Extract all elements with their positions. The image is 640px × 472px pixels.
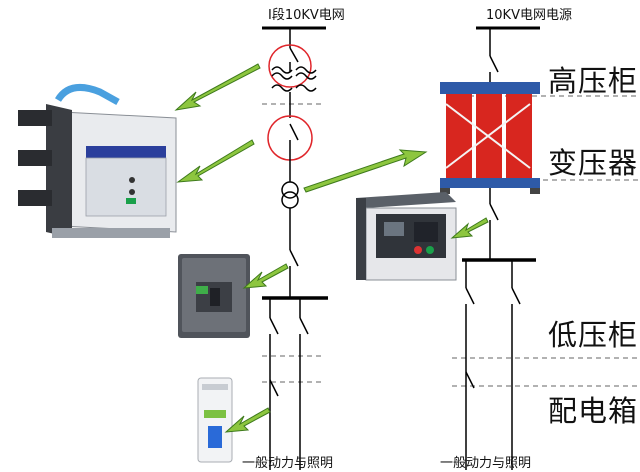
left-breaker-circle-upper — [268, 44, 312, 88]
category-hv-cabinet: 高压柜 — [548, 64, 639, 98]
right-circuit — [462, 26, 540, 470]
arrow-to-vacuum-breaker-2 — [176, 139, 255, 183]
pointer-arrows — [174, 63, 489, 433]
vacuum-circuit-breaker-icon — [18, 84, 177, 238]
left-transformer-winding-lower — [281, 191, 299, 209]
left-circuit — [262, 26, 328, 470]
arrow-to-molded-breaker — [242, 263, 289, 289]
left-distribution-switch — [269, 379, 279, 397]
molded-case-breaker-icon — [178, 254, 250, 338]
arrow-to-vacuum-breaker — [174, 63, 261, 111]
load-label-left: 一般动力与照明 — [242, 456, 334, 471]
left-feeder-switch-2 — [299, 317, 309, 335]
category-transformer: 变压器 — [548, 146, 639, 180]
arrow-to-miniature-breaker — [224, 407, 271, 433]
source-label-right: 10KV电网电源 — [486, 8, 572, 23]
left-feeder-switch-1 — [269, 317, 279, 335]
right-distribution-switch — [465, 371, 475, 389]
category-distribution-box: 配电箱 — [548, 394, 639, 428]
right-feeder-switch-1 — [465, 287, 475, 305]
right-hv-switch — [489, 55, 499, 73]
right-feeder-switch-2 — [511, 287, 521, 305]
ct-symbols — [271, 66, 317, 92]
right-lv-main-switch — [489, 203, 499, 221]
air-circuit-breaker-icon — [356, 192, 457, 281]
source-label-left: Ⅰ段10KV电网 — [268, 8, 345, 23]
left-lv-main-switch — [289, 249, 299, 267]
miniature-breaker-icon — [197, 377, 233, 463]
category-lv-cabinet: 低压柜 — [548, 318, 639, 352]
left-disconnect-switch — [289, 47, 299, 63]
left-hv-breaker-switch — [289, 123, 299, 141]
load-label-right: 一般动力与照明 — [440, 456, 532, 471]
arrow-to-air-breaker — [450, 217, 489, 239]
left-transformer-winding-upper — [281, 181, 299, 199]
dry-type-transformer-icon — [440, 82, 540, 194]
arrow-to-transformer — [303, 149, 428, 193]
